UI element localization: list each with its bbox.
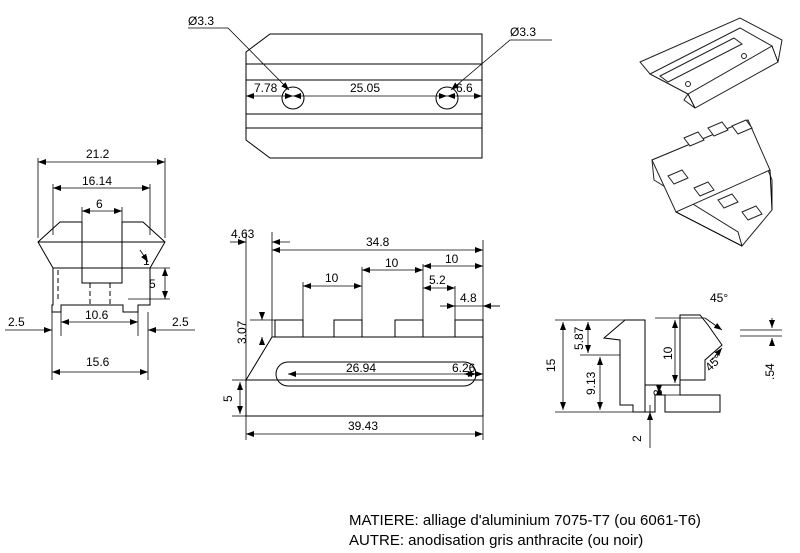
hole-left-label: Ø3.3 bbox=[188, 14, 214, 28]
mount-hole-right bbox=[435, 86, 459, 110]
side-view-body bbox=[245, 336, 484, 417]
material-notes: MATIERE: alliage d'aluminium 7075-T7 (ou… bbox=[349, 511, 701, 551]
side-left-label: 2.5 bbox=[8, 315, 25, 329]
dim-2-label: 2 bbox=[630, 435, 644, 442]
dim-348-label: 34.8 bbox=[366, 235, 390, 249]
note-material: MATIERE: alliage d'aluminium 7075-T7 (ou… bbox=[349, 512, 701, 529]
top-view-outline bbox=[245, 33, 483, 159]
mount-hole-left bbox=[281, 86, 305, 110]
dim-3-label: 3 bbox=[651, 389, 665, 396]
section-left-profile bbox=[602, 319, 646, 413]
side-right-label: 2.5 bbox=[172, 315, 189, 329]
rail-tooth-4 bbox=[454, 319, 484, 338]
dim-52-label: 5.2 bbox=[429, 273, 446, 287]
width-slot-label: 6 bbox=[96, 197, 103, 211]
pitch-a-label: 10 bbox=[325, 271, 339, 285]
pitch-c-label: 10 bbox=[445, 252, 459, 266]
iso-view-bottom bbox=[639, 17, 783, 109]
section-view: 45° 45° 15 5.87 9.13 10 3 2 .54 bbox=[544, 291, 782, 448]
pitch-b-label: 10 bbox=[385, 256, 399, 270]
slot-end-label: 6.26 bbox=[452, 361, 476, 375]
dim-054-label: .54 bbox=[763, 363, 777, 380]
dim-right-label: 6.6 bbox=[456, 81, 473, 95]
dim-10-label: 10 bbox=[661, 346, 675, 360]
slot-height-label: 5 bbox=[221, 395, 235, 402]
width-outer-label: 21.2 bbox=[86, 147, 110, 161]
hole-right-label: Ø3.3 bbox=[510, 25, 536, 39]
side-view: 4.63 34.8 10 10 10 5.2 4.8 3.07 26.94 6.… bbox=[221, 227, 500, 440]
iso-view-top bbox=[651, 119, 773, 248]
dim-587-label: 5.87 bbox=[572, 326, 586, 350]
rail-tooth-2 bbox=[333, 319, 363, 338]
angle-top-label: 45° bbox=[710, 291, 728, 305]
overall-length-label: 39.43 bbox=[348, 419, 378, 433]
dim-48-label: 4.8 bbox=[460, 291, 477, 305]
rail-tooth-1 bbox=[274, 319, 304, 338]
dim-center-label: 25.05 bbox=[350, 81, 380, 95]
dim-left-label: 7.78 bbox=[254, 81, 278, 95]
rail-tooth-3 bbox=[394, 319, 424, 338]
slot-length-label: 26.94 bbox=[346, 361, 376, 375]
height-5-label: 5 bbox=[149, 277, 156, 291]
dim-1-label: 1 bbox=[143, 254, 150, 268]
note-finish: AUTRE: anodisation gris anthracite (ou n… bbox=[349, 532, 644, 549]
top-view: Ø3.3 Ø3.3 7.78 25.05 6.6 bbox=[188, 14, 552, 159]
width-mid-label: 16.14 bbox=[82, 174, 112, 188]
angle-bottom-label: 45° bbox=[702, 351, 725, 374]
dim-307-label: 3.07 bbox=[235, 320, 249, 344]
front-view: 21.2 16.14 6 1 5 10.6 2.5 2.5 15.6 bbox=[5, 147, 195, 380]
height-15-label: 15 bbox=[544, 358, 558, 372]
section-right-profile bbox=[644, 314, 723, 413]
dim-463-label: 4.63 bbox=[231, 227, 255, 241]
width-base-label: 10.6 bbox=[85, 308, 109, 322]
width-bottom-label: 15.6 bbox=[86, 355, 110, 369]
dim-913-label: 9.13 bbox=[584, 371, 598, 395]
